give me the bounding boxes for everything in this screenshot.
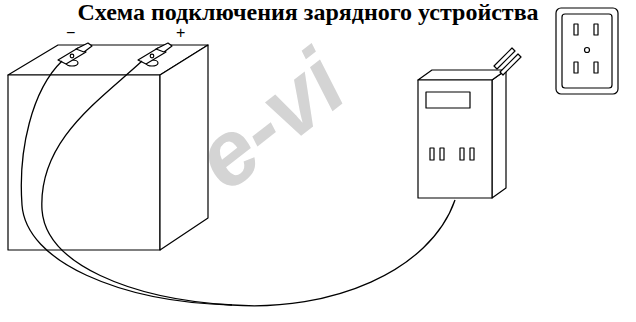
outlet-slot xyxy=(574,24,578,35)
negative-clamp-bolt xyxy=(70,54,74,58)
outlet-slot xyxy=(594,24,598,35)
outlet-slot xyxy=(594,62,598,73)
positive-clamp-jaw xyxy=(156,43,172,52)
negative-wire xyxy=(21,61,232,305)
plug-prong xyxy=(500,54,521,75)
positive-wire xyxy=(42,61,232,305)
outlet-slot xyxy=(574,62,578,73)
charger-side xyxy=(492,70,506,198)
charger-socket-slot xyxy=(440,148,444,160)
terminal-sign: + xyxy=(176,24,185,42)
charger-display xyxy=(426,92,470,108)
positive-clamp-bolt xyxy=(150,54,154,58)
charger-cable xyxy=(232,200,455,306)
terminal-sign: − xyxy=(66,24,75,42)
wall-outlet-inner xyxy=(562,14,612,88)
outlet-screw xyxy=(585,48,590,53)
charger-socket-slot xyxy=(430,148,434,160)
negative-clamp-jaw xyxy=(76,43,92,52)
battery-front xyxy=(8,75,160,250)
wall-outlet-plate xyxy=(556,8,618,94)
charger-socket-slot xyxy=(460,148,464,160)
diagram-title: Схема подключения зарядного устройства xyxy=(77,0,538,26)
charger-top xyxy=(418,70,506,80)
charger-socket-slot xyxy=(470,148,474,160)
charger-front xyxy=(418,80,492,198)
